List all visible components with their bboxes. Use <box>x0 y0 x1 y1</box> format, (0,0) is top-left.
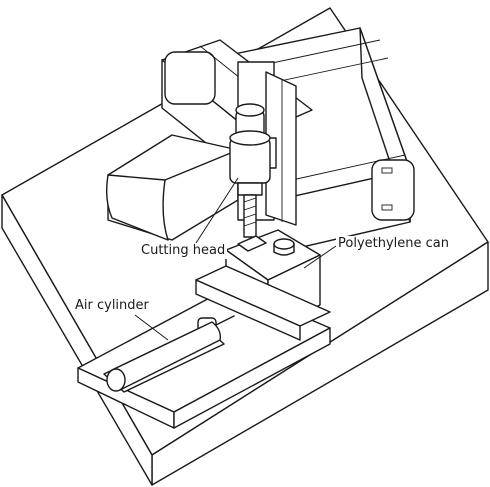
air-cylinder <box>103 315 235 393</box>
air-cylinder-label: Air cylinder <box>73 298 151 314</box>
air-cylinder-leader <box>134 314 169 341</box>
cutting-head-leader <box>195 177 239 244</box>
cutting-head-spindle <box>229 103 271 238</box>
cutting-head-label: Cutting head <box>139 243 228 259</box>
polyethylene-can-leader <box>303 245 337 269</box>
polyethylene-can-label: Polyethylene can <box>336 236 451 252</box>
motor-block <box>105 134 239 241</box>
